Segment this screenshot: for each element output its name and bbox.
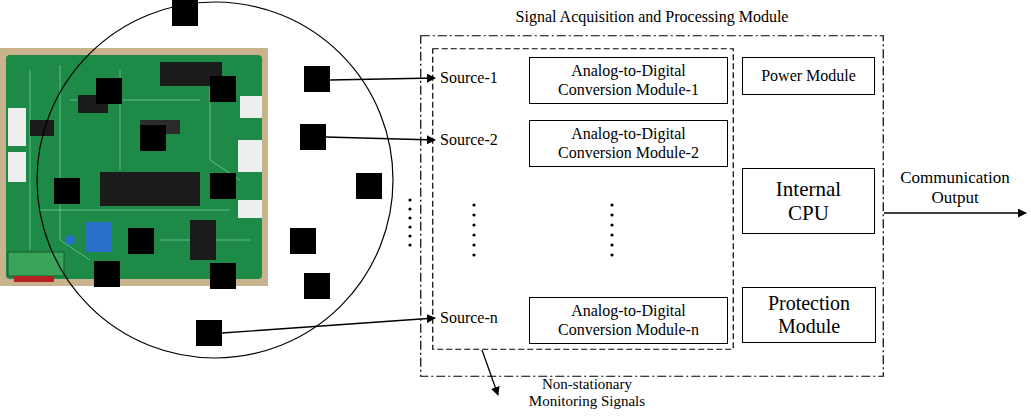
power-box: Power Module	[742, 57, 875, 95]
box-label: Analog-to-Digital Conversion Module-1	[543, 62, 715, 99]
signal-label: Non-stationary Monitoring Signals	[512, 376, 662, 411]
signal-arrows	[222, 78, 1026, 395]
box-label: Analog-to-Digital Conversion Module-n	[543, 302, 715, 339]
pcb-photo	[0, 48, 268, 286]
sensor-squares	[54, 0, 382, 346]
box-label: Internal CPU	[764, 177, 854, 225]
box-label: Protection Module	[750, 292, 868, 338]
module-frame: Analog-to-Digital Conversion Module-1Ana…	[420, 35, 884, 377]
cpu-box: Internal CPU	[742, 168, 875, 234]
source-name: Source-1	[440, 69, 498, 87]
source-name: Source-2	[440, 131, 498, 149]
ellipsis-dots	[408, 198, 613, 256]
adc-box: Analog-to-Digital Conversion Module-2	[529, 120, 728, 167]
source-name: Source-n	[440, 309, 498, 327]
output-label: Communication Output	[890, 168, 1020, 207]
box-label: Analog-to-Digital Conversion Module-2	[543, 125, 715, 162]
protection-box: Protection Module	[742, 287, 876, 343]
box-label: Power Module	[761, 67, 856, 85]
zoom-circle	[37, 2, 393, 358]
module-title: Signal Acquisition and Processing Module	[420, 8, 884, 26]
adc-box: Analog-to-Digital Conversion Module-1	[529, 57, 728, 104]
adc-box: Analog-to-Digital Conversion Module-n	[529, 297, 728, 344]
conversion-group: Analog-to-Digital Conversion Module-1Ana…	[432, 48, 734, 350]
